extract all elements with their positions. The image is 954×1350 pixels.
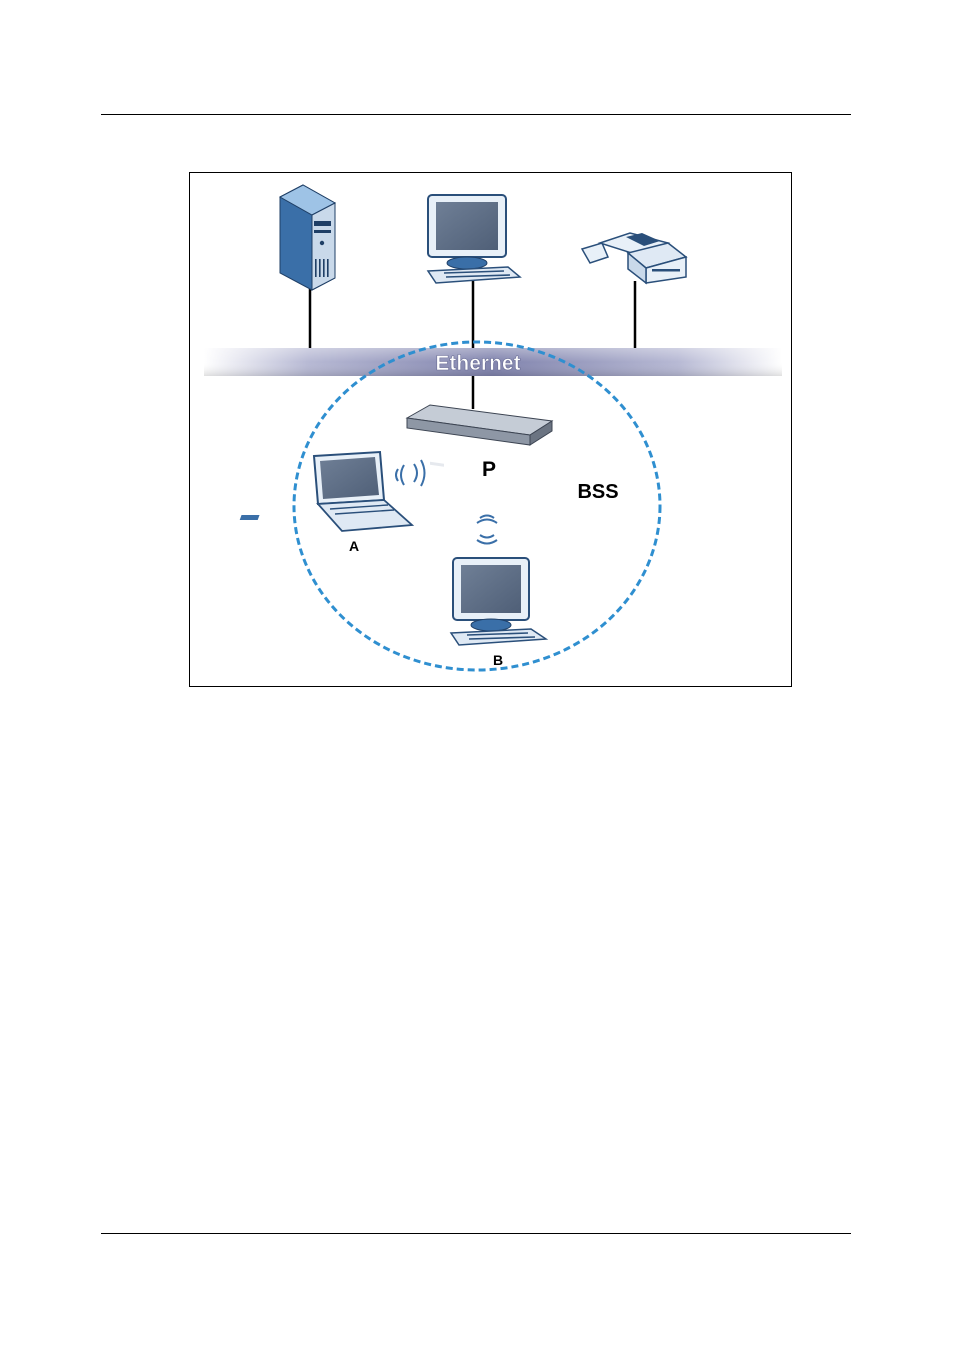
ethernet-label: Ethernet — [435, 352, 520, 375]
bss-label: BSS — [577, 481, 618, 503]
station-b-label: B — [493, 652, 503, 668]
laptop-icon — [240, 452, 412, 531]
access-point-label: P — [482, 458, 496, 481]
desktop-computer-icon — [428, 195, 520, 283]
network-diagram: Ethernet — [190, 173, 791, 686]
footer-rule — [101, 1233, 851, 1234]
station-a-label: A — [349, 538, 359, 554]
wireless-signal-icon — [477, 516, 497, 544]
ethernet-bus: Ethernet — [204, 348, 782, 376]
access-point-icon — [407, 405, 552, 467]
header-rule — [101, 114, 851, 115]
printer-icon — [582, 233, 686, 283]
wireless-signal-icon — [396, 460, 425, 486]
desktop-computer-icon — [451, 558, 546, 645]
bss-network-figure: Ethernet — [189, 172, 792, 687]
server-tower-icon — [280, 185, 335, 290]
